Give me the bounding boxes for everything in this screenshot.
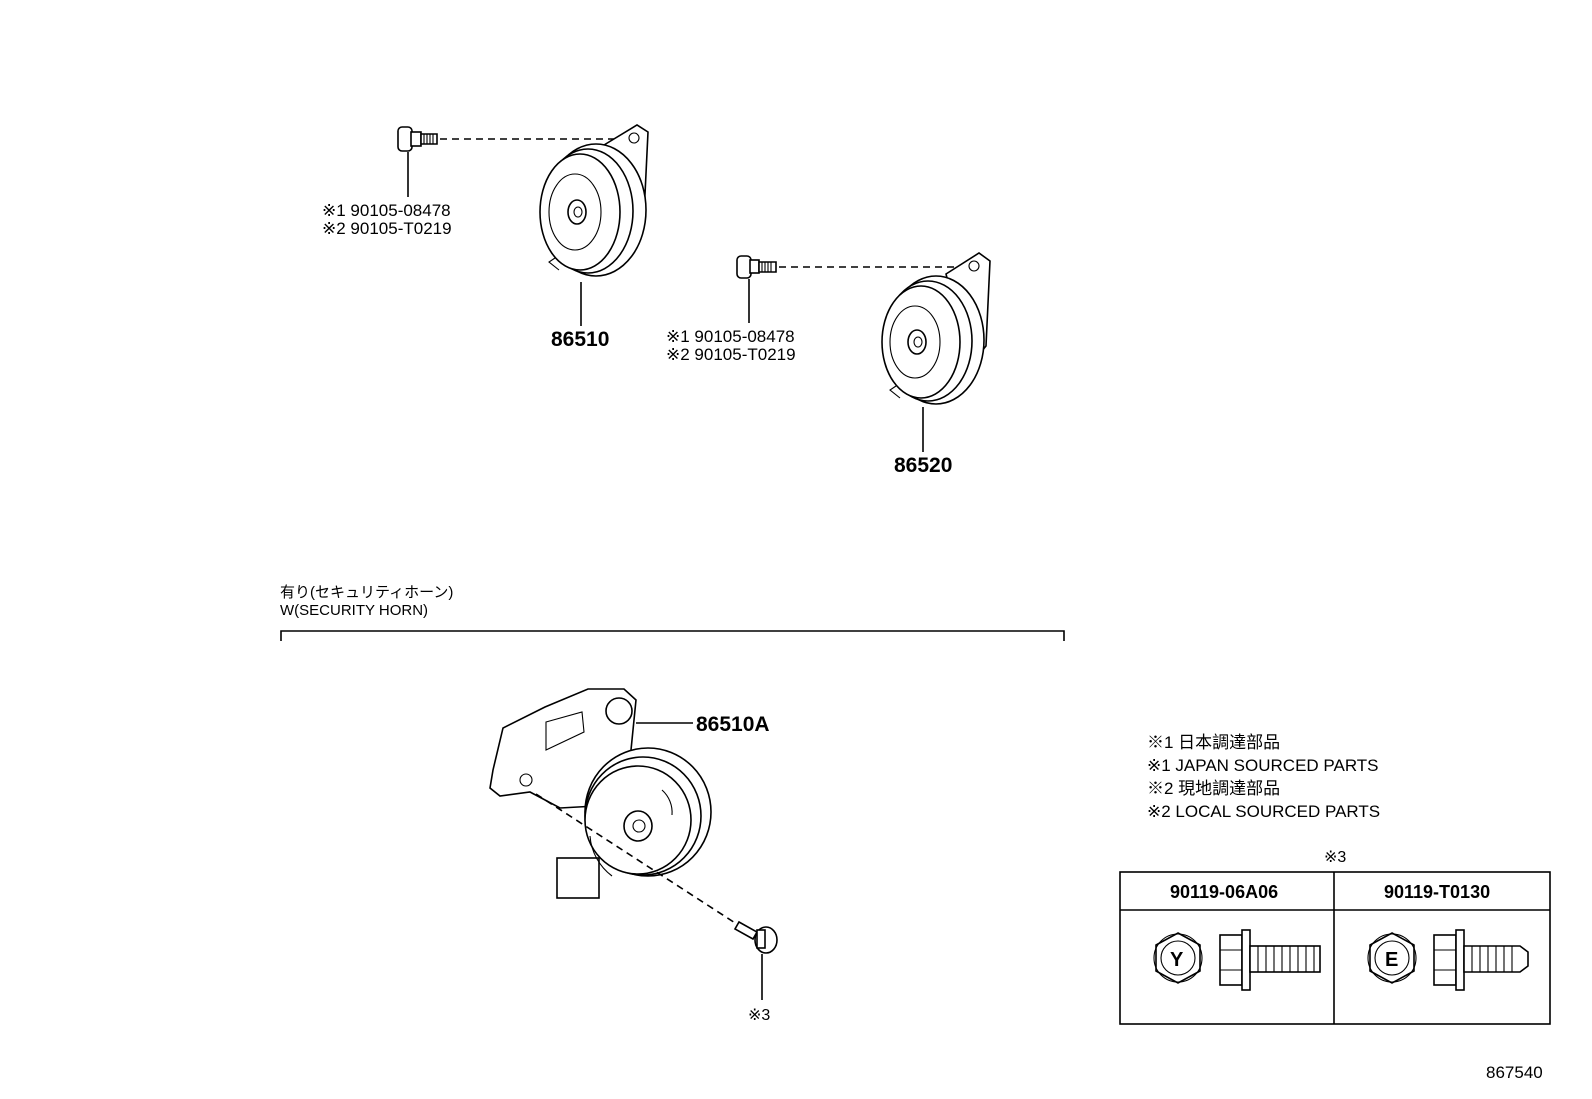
horn-86510-icon (539, 124, 649, 277)
note-1-jp: ※1 日本調達部品 (1147, 733, 1280, 752)
part-number-86510: 86510 (551, 328, 609, 351)
security-horn-section: 有り(セキュリティホーン) W(SECURITY HORN) 86510A (280, 584, 1065, 1024)
bolt-table-part-1: 90119-06A06 (1170, 882, 1278, 902)
bolt-y-head-mark: Y (1170, 949, 1184, 971)
security-section-title-jp: 有り(セキュリティホーン) (280, 584, 453, 601)
bolt-86520-icon (736, 255, 777, 279)
note-2-jp: ※2 現地調達部品 (1147, 779, 1280, 798)
bolt-86510-icon (397, 126, 438, 152)
bolt-security-ref: ※3 (748, 1007, 770, 1024)
bolt-86510-label-1: ※1 90105-08478 (322, 201, 451, 220)
section-bracket (280, 630, 1065, 641)
bolt-security-icon (733, 920, 778, 954)
horn-86520-icon (881, 252, 991, 405)
note-1-en: ※1 JAPAN SOURCED PARTS (1147, 756, 1379, 775)
bolt-table-ref: ※3 (1324, 849, 1346, 866)
bolt-table-part-2: 90119-T0130 (1384, 882, 1490, 902)
security-horn-icon (489, 688, 712, 899)
notes-block: ※1 日本調達部品 ※1 JAPAN SOURCED PARTS ※2 現地調達… (1147, 733, 1380, 821)
note-2-en: ※2 LOCAL SOURCED PARTS (1147, 802, 1380, 821)
part-number-86510A: 86510A (696, 713, 770, 736)
bolt-86520-label-1: ※1 90105-08478 (666, 327, 795, 346)
illustration-id: 867540 (1486, 1063, 1543, 1082)
bolt-e-icon: E (1367, 929, 1529, 991)
bolt-86520-label-2: ※2 90105-T0219 (666, 345, 796, 364)
horn-86510-group: ※1 90105-08478 ※2 90105-T0219 86510 (322, 124, 649, 351)
bolt-86510-label-2: ※2 90105-T0219 (322, 219, 452, 238)
part-number-86520: 86520 (894, 454, 952, 477)
security-section-title-en: W(SECURITY HORN) (280, 602, 428, 619)
bolt-e-head-mark: E (1385, 949, 1398, 971)
bolt-table: ※3 90119-06A06 90119-T0130 Y E (1119, 849, 1551, 1025)
bolt-y-icon: Y (1153, 929, 1321, 991)
horn-86520-group: ※1 90105-08478 ※2 90105-T0219 86520 (666, 252, 991, 477)
